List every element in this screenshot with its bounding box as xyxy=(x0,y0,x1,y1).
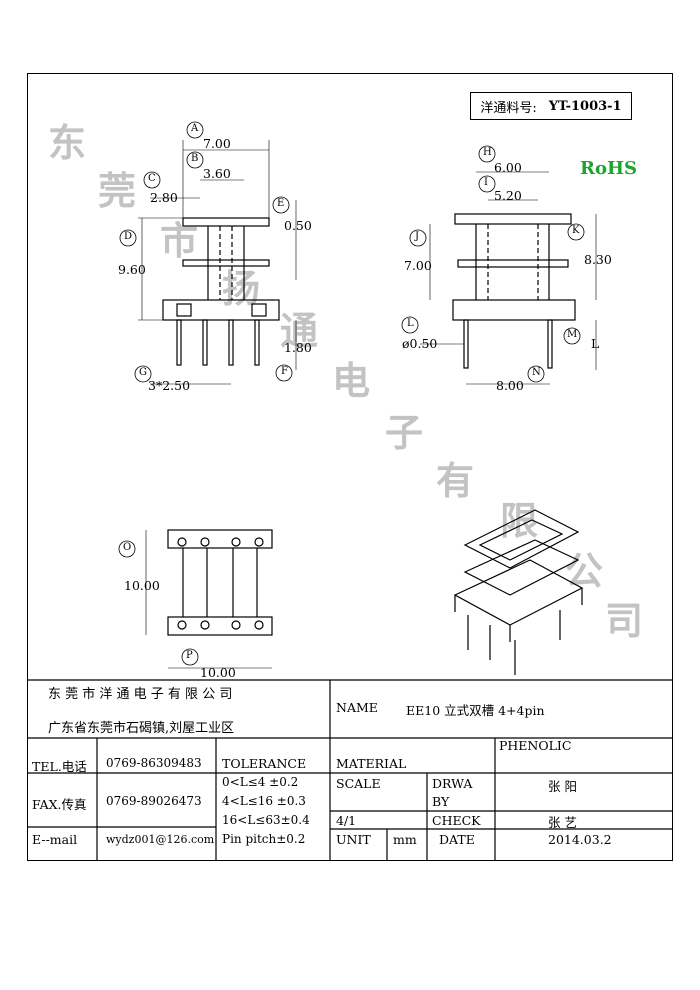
dim-letter: K xyxy=(572,225,580,236)
dim-letter: L xyxy=(407,318,414,329)
title-block-grid xyxy=(27,679,673,861)
dim-letter: H xyxy=(483,147,492,158)
fax-value: 0769-89026473 xyxy=(106,794,202,808)
tolerance-row: Pin pitch±0.2 xyxy=(222,832,306,846)
name-value: EE10 立式双槽 4+4pin xyxy=(406,703,545,718)
name-label: NAME xyxy=(336,700,378,715)
drawn-by-value: 张 阳 xyxy=(548,779,577,794)
tolerance-row: 0<L≤4 ±0.2 xyxy=(222,775,299,789)
dim-text: 6.00 xyxy=(494,160,522,175)
email-value: wydz001@126.com xyxy=(106,833,215,846)
dim-text: L xyxy=(591,336,600,351)
dim-letter: F xyxy=(281,366,288,377)
dim-letter: J xyxy=(415,231,420,242)
dim-letter: O xyxy=(123,542,132,553)
dim-text: 9.60 xyxy=(118,262,146,277)
dim-letter: G xyxy=(139,367,147,378)
date-value: 2014.03.2 xyxy=(548,832,612,847)
dim-text: 0.50 xyxy=(284,218,312,233)
dim-text: 7.00 xyxy=(404,258,432,273)
isometric-view xyxy=(453,509,584,675)
dim-text: 3.60 xyxy=(203,166,231,181)
part-number-label: 洋通料号: xyxy=(480,100,537,116)
unit-value: mm xyxy=(393,832,417,847)
bottom-view xyxy=(118,529,273,669)
tel-label: TEL.电话 xyxy=(32,759,87,774)
watermark-char: 子 xyxy=(385,411,424,455)
dim-text: 8.30 xyxy=(584,252,612,267)
scale-value: 4/1 xyxy=(336,813,357,828)
dim-letter: E xyxy=(277,198,285,209)
material-value: PHENOLIC xyxy=(499,738,572,753)
drawn-by-label-2: BY xyxy=(432,794,450,809)
dim-letter: M xyxy=(567,329,578,340)
watermark-char: 通 xyxy=(280,309,319,353)
dim-text: 5.20 xyxy=(494,188,522,203)
front-view xyxy=(119,121,297,385)
watermark-char: 莞 xyxy=(98,169,137,213)
dim-letter: A xyxy=(191,123,199,134)
dim-letter: D xyxy=(124,231,133,242)
date-label: DATE xyxy=(439,832,475,847)
dim-letter: B xyxy=(191,153,199,164)
side-view xyxy=(401,145,597,385)
scale-label: SCALE xyxy=(336,776,381,791)
drawn-by-label: DRWA xyxy=(432,776,473,791)
part-number-value: YT-1003-1 xyxy=(548,98,622,114)
material-label: MATERIAL xyxy=(336,756,407,771)
dim-letter: I xyxy=(484,177,488,188)
dim-letter: C xyxy=(148,173,156,184)
watermark-char: 电 xyxy=(332,359,371,403)
tolerance-row: 4<L≤16 ±0.3 xyxy=(222,794,306,808)
company-address: 广东省东莞市石碣镇,刘屋工业区 xyxy=(48,721,235,736)
fax-label: FAX.传真 xyxy=(32,797,87,812)
unit-label: UNIT xyxy=(336,832,371,847)
email-label: E--mail xyxy=(32,832,78,847)
watermark-char: 限 xyxy=(500,499,539,543)
company-name: 东 莞 市 洋 通 电 子 有 限 公 司 xyxy=(48,687,233,702)
rohs-mark: RoHS xyxy=(580,158,637,179)
dim-text: 10.00 xyxy=(124,578,160,593)
dim-text: 7.00 xyxy=(203,136,231,151)
dim-text: 1.80 xyxy=(284,340,312,355)
watermark-char: 有 xyxy=(436,459,475,503)
dim-text: ø0.50 xyxy=(402,336,438,351)
check-label: CHECK xyxy=(432,813,481,828)
dim-text: 2.80 xyxy=(150,190,178,205)
tolerance-row: 16<L≤63±0.4 xyxy=(222,813,310,827)
watermark-char: 司 xyxy=(605,599,644,643)
dim-text: 3*2.50 xyxy=(148,378,191,393)
check-value: 张 艺 xyxy=(548,815,577,830)
tolerance-label: TOLERANCE xyxy=(222,756,307,771)
part-number-box: 洋通料号: YT-1003-1 xyxy=(470,92,632,120)
dim-letter: N xyxy=(532,367,541,378)
drawing-sheet-border xyxy=(27,73,673,861)
watermark-char: 东 xyxy=(48,121,87,165)
dim-letter: P xyxy=(186,650,193,661)
tel-value: 0769-86309483 xyxy=(106,756,202,770)
dim-text: 8.00 xyxy=(496,378,524,393)
dim-text: 10.00 xyxy=(200,665,236,680)
